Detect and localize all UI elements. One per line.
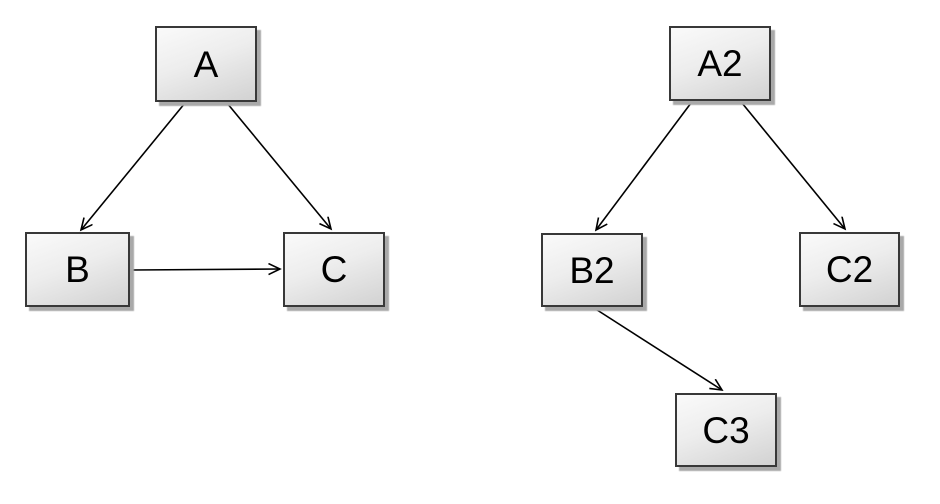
edge-B2-C3[interactable] — [593, 307, 722, 390]
edge-A-C[interactable] — [226, 102, 331, 229]
node-C[interactable]: C — [283, 232, 385, 307]
edge-B-C[interactable] — [131, 269, 280, 270]
node-label: C — [320, 249, 348, 290]
node-C3[interactable]: C3 — [675, 393, 777, 467]
node-A[interactable]: A — [155, 26, 257, 102]
node-B[interactable]: B — [25, 232, 130, 307]
edge-A-B[interactable] — [81, 102, 186, 230]
node-B2[interactable]: B2 — [541, 233, 643, 307]
node-label: B2 — [569, 249, 615, 291]
node-A2[interactable]: A2 — [669, 26, 771, 101]
node-label: B — [65, 249, 90, 290]
node-label: A2 — [697, 43, 743, 84]
edge-A2-B2[interactable] — [596, 102, 692, 230]
node-C2[interactable]: C2 — [799, 232, 900, 307]
node-label: C2 — [825, 249, 874, 290]
node-label: C3 — [702, 409, 750, 451]
node-label: A — [193, 43, 219, 85]
edge-A2-C2[interactable] — [741, 102, 845, 229]
